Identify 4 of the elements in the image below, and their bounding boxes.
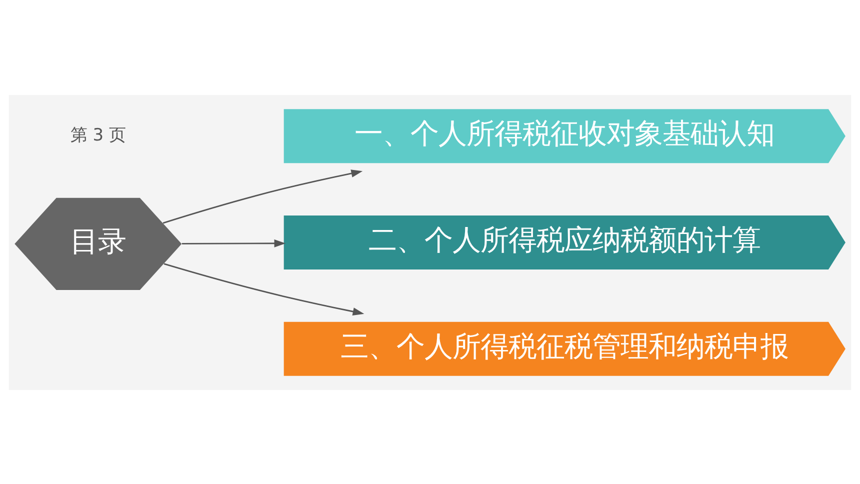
arrow (164, 262, 364, 315)
arrow (182, 238, 286, 247)
arrow (162, 169, 363, 224)
label: 第 3 页 (70, 125, 126, 146)
